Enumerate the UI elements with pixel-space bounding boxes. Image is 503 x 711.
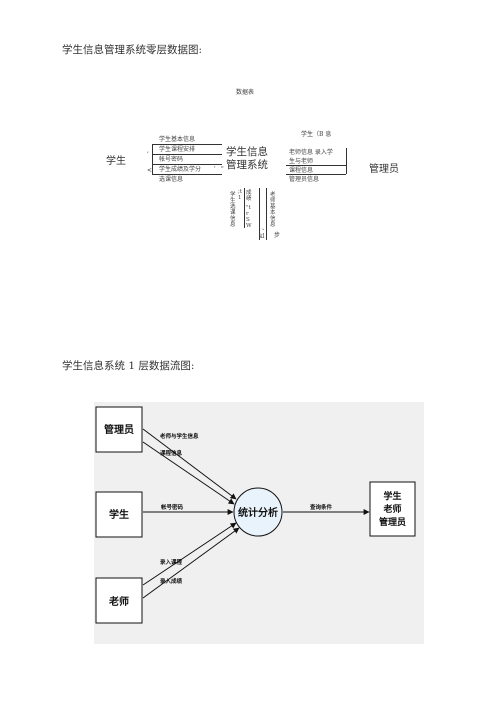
zero-flow-line xyxy=(286,165,346,166)
zero-vertical-label: 学生选课信息 xyxy=(230,192,236,228)
zero-vertical-marks: "trSW xyxy=(246,205,252,229)
teacher-flow-arrow xyxy=(142,522,237,586)
zero-flow-line xyxy=(152,144,153,174)
target-box-label: 老师 xyxy=(382,503,401,515)
zero-right-label: 老师信息 录入学 xyxy=(289,149,333,156)
zero-vertical-label: 老师基本信息 xyxy=(270,192,276,228)
zero-flow-line xyxy=(152,174,222,175)
flow-label: 录入课程 xyxy=(160,558,183,566)
zero-flow-line xyxy=(259,188,260,240)
zero-flow-mark: " xyxy=(221,166,224,173)
flow-label: 录入成绩 xyxy=(160,577,183,585)
flow-label: 查询条件 xyxy=(310,503,333,511)
zero-right-label: 生与老师 xyxy=(289,158,314,165)
zero-flow-line xyxy=(286,174,346,175)
zero-flow-mark: ' xyxy=(214,166,216,173)
student-box xyxy=(95,491,143,538)
zero-admin-entity: 管理员 xyxy=(369,164,399,175)
flow-label: 帐号密码 xyxy=(161,503,184,511)
flow-label: 老师与学生信息 xyxy=(159,432,199,440)
zero-level-heading: 学生信息管理系统零层数据图: xyxy=(62,44,203,56)
target-box-label: 管理员 xyxy=(379,516,406,528)
target-box-label: 学生 xyxy=(383,490,401,502)
statistics-process-label: 统计分析 xyxy=(238,506,278,519)
zero-system-process: 学生信息 管理系统 xyxy=(226,146,268,172)
zero-right-top-label: 学生（B 息 xyxy=(301,131,332,138)
zero-right-label: 管理员信息 xyxy=(289,176,320,183)
zero-flow-label: 学生基本信息 xyxy=(159,136,196,143)
zero-flow-line xyxy=(244,188,245,228)
zero-vertical-marks: ;t1 xyxy=(238,189,243,201)
student-box-label: 学生 xyxy=(109,508,129,521)
zero-flow-label: 学生课程安排 xyxy=(159,146,196,153)
level1-flow-diagram: 管理员 学生 老师 统计分析 学生 老师 管理员 老师与学生信息 课程信息 帐号… xyxy=(94,402,424,644)
one-level-heading: 学生信息系统 1 层数据流图: xyxy=(62,360,195,372)
zero-vertical-grade: 成绩 xyxy=(246,190,252,202)
teacher-box xyxy=(95,577,143,624)
admin-flow-arrow xyxy=(142,441,235,505)
teacher-box-label: 老师 xyxy=(108,595,129,608)
zero-flow-line xyxy=(266,188,267,240)
zero-flow-mark: < xyxy=(147,167,153,174)
zero-flow-line xyxy=(152,164,222,165)
flow-label: 课程信息 xyxy=(160,449,183,457)
zero-student-entity: 学生 xyxy=(106,156,126,167)
admin-flow-arrow xyxy=(142,428,237,500)
target-box xyxy=(369,481,416,537)
teacher-flow-arrow xyxy=(142,527,240,599)
admin-box-label: 管理员 xyxy=(104,423,134,436)
zero-flow-label: 帐号密码 xyxy=(159,156,184,163)
zero-flow-line xyxy=(152,144,222,145)
zero-flow-line xyxy=(152,154,222,155)
zero-flow-label: 学生成绩及学分 xyxy=(159,166,202,173)
zero-vertical-dash: 、 xyxy=(262,225,269,232)
statistics-process-circle xyxy=(233,487,283,537)
datastore-label: 数据表 xyxy=(236,89,255,96)
zero-flow-line xyxy=(346,148,347,174)
admin-box xyxy=(95,406,143,453)
zero-system-line2: 管理系统 xyxy=(226,159,268,171)
zero-vertical-label: 步 xyxy=(274,232,281,239)
zero-system-line1: 学生信息 xyxy=(226,146,268,158)
zero-right-label: 课程信息 xyxy=(289,167,314,174)
zero-flow-mark: , xyxy=(147,147,149,154)
zero-flow-label: 选课信息 xyxy=(159,176,184,183)
zero-vertical-label: kl xyxy=(259,233,265,240)
